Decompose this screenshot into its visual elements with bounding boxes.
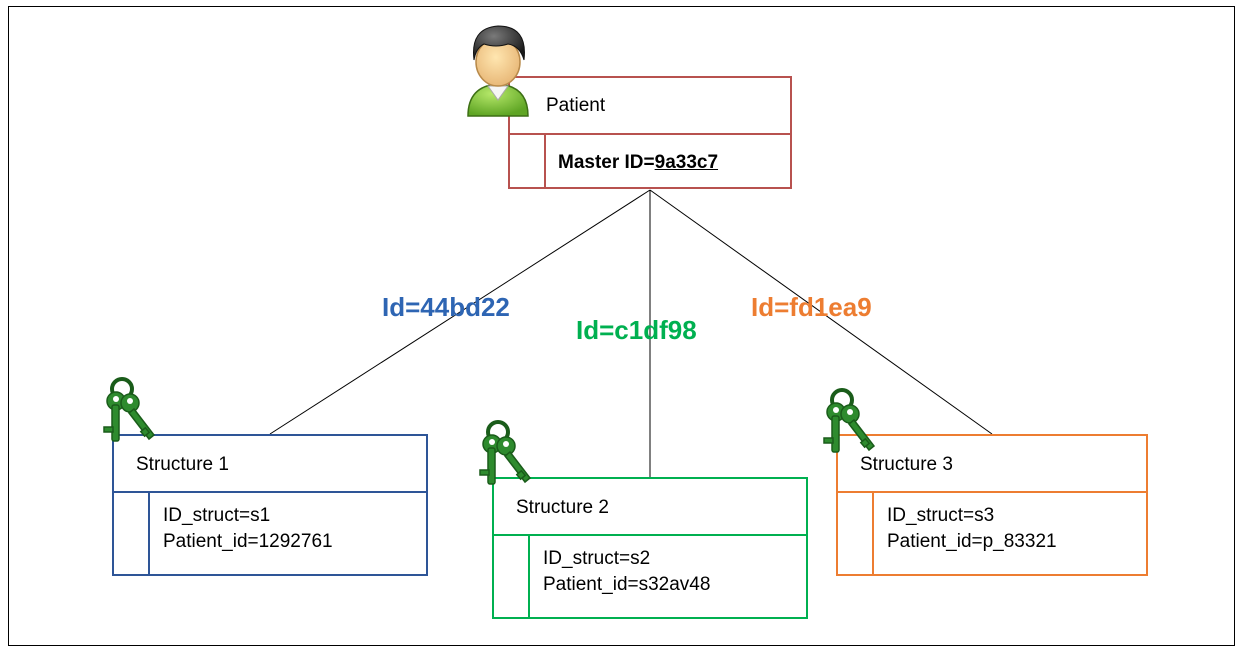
keys-icon [479, 420, 532, 485]
id-struct-field: ID_struct=s3 [887, 505, 995, 526]
master-id-label: Master ID= [558, 152, 655, 173]
connector-lines [269, 189, 993, 477]
connector-line-3 [649, 189, 993, 435]
patient-gutter [510, 135, 546, 187]
keys-icon [103, 377, 156, 442]
structure-title: Structure 3 [838, 436, 1146, 493]
id-struct-field: ID_struct=s1 [163, 505, 271, 526]
patient-id-field: Patient_id=s32av48 [543, 574, 711, 595]
patient-title: Patient [510, 78, 790, 135]
master-id: Master ID=9a33c7 [558, 150, 718, 176]
structure-gutter [494, 536, 530, 617]
connector-line-1 [269, 189, 651, 435]
person-icon [467, 25, 529, 117]
structure-title: Structure 1 [114, 436, 426, 493]
structure-gutter [838, 493, 874, 574]
structure-fields: ID_struct=s3 Patient_id=p_83321 [887, 503, 1057, 555]
structure-fields: ID_struct=s2 Patient_id=s32av48 [543, 546, 710, 598]
link-label-3: Id=fd1ea9 [751, 292, 872, 322]
patient-box: Patient Master ID=9a33c7 [508, 76, 792, 189]
link-label-1: Id=44bd22 [382, 292, 510, 322]
master-id-value: 9a33c7 [654, 152, 719, 173]
patient-id-field: Patient_id=p_83321 [887, 531, 1057, 552]
patient-id-field: Patient_id=1292761 [163, 531, 333, 552]
structure-box-3: Structure 3 ID_struct=s3 Patient_id=p_83… [836, 434, 1148, 576]
structure-gutter [114, 493, 150, 574]
link-label-2: Id=c1df98 [576, 315, 697, 345]
id-struct-field: ID_struct=s2 [543, 548, 651, 569]
keys-icon [823, 388, 876, 453]
structure-box-2: Structure 2 ID_struct=s2 Patient_id=s32a… [492, 477, 808, 619]
structure-box-1: Structure 1 ID_struct=s1 Patient_id=1292… [112, 434, 428, 576]
structure-fields: ID_struct=s1 Patient_id=1292761 [163, 503, 333, 555]
structure-title: Structure 2 [494, 479, 806, 536]
